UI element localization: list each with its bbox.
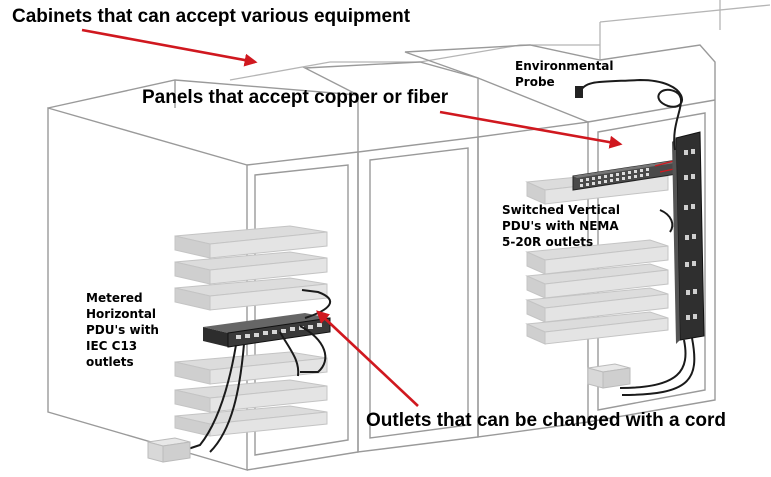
callout-cabinets: Cabinets that can accept various equipme… bbox=[12, 6, 411, 27]
callout-panels: Panels that accept copper or fiber bbox=[142, 87, 449, 108]
metered-pdu-label: Metered Horizontal PDU's with IEC C13 ou… bbox=[86, 290, 159, 370]
callout-outlets: Outlets that can be changed with a cord bbox=[366, 410, 726, 431]
switched-pdu-label: Switched Vertical PDU's with NEMA 5-20R … bbox=[502, 202, 620, 250]
label-line: outlets bbox=[86, 355, 134, 369]
left-shelves bbox=[174, 225, 328, 437]
horizontal-pdu bbox=[203, 313, 331, 348]
patch-panel bbox=[572, 157, 694, 191]
label-line: PDU's with NEMA bbox=[502, 219, 619, 233]
label-line: Metered bbox=[86, 291, 143, 305]
label-line: Probe bbox=[515, 75, 555, 89]
environmental-probe-icon bbox=[575, 86, 583, 98]
outlets-arrow bbox=[316, 310, 419, 407]
label-line: Environmental bbox=[515, 59, 614, 73]
label-line: IEC C13 bbox=[86, 339, 138, 353]
cables bbox=[184, 78, 696, 453]
label-line: PDU's with bbox=[86, 323, 159, 337]
right-shelves bbox=[525, 169, 669, 345]
label-line: Horizontal bbox=[86, 307, 157, 321]
panels-arrow bbox=[439, 110, 623, 149]
callout-arrows bbox=[81, 28, 623, 407]
label-line: 5-20R outlets bbox=[502, 235, 594, 249]
environmental-probe-label: Environmental Probe bbox=[515, 58, 614, 90]
middle-cabinet bbox=[302, 61, 479, 453]
cabinets-arrow bbox=[81, 28, 258, 67]
label-line: Switched Vertical bbox=[502, 203, 621, 217]
power-boxes bbox=[147, 363, 631, 463]
vertical-pdu bbox=[672, 131, 705, 344]
